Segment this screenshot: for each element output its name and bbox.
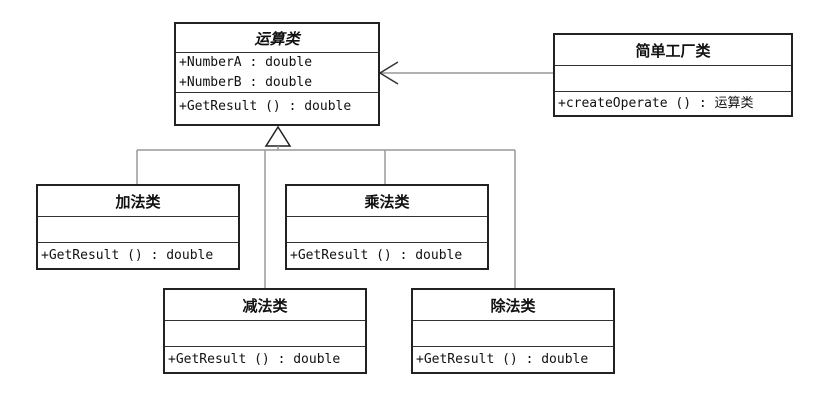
operation: +GetResult () : double: [290, 248, 463, 263]
operation: +GetResult () : double: [416, 352, 589, 367]
inheritance-triangle: [264, 125, 292, 147]
operation: +createOperate () : 运算类: [558, 96, 754, 111]
operation-compartment: +GetResult () : double: [287, 243, 487, 269]
class-name: 简单工厂类: [555, 35, 791, 66]
attribute-compartment: +NumberA : double +NumberB : double: [176, 53, 378, 93]
open-arrowhead: [378, 61, 399, 85]
class-name: 运算类: [176, 24, 378, 53]
class-multiply[interactable]: 乘法类 +GetResult () : double: [285, 184, 489, 270]
operation-compartment: +GetResult () : double: [413, 347, 613, 373]
class-name: 减法类: [165, 290, 365, 321]
attribute-compartment: [555, 66, 791, 92]
class-factory[interactable]: 简单工厂类 +createOperate () : 运算类: [553, 33, 793, 117]
class-name: 乘法类: [287, 186, 487, 217]
attribute-compartment: [413, 321, 613, 347]
class-operation[interactable]: 运算类 +NumberA : double +NumberB : double …: [174, 22, 380, 126]
operation-compartment: +GetResult () : double: [176, 93, 378, 121]
attribute: +NumberB : double: [179, 75, 313, 90]
operation-compartment: +GetResult () : double: [38, 243, 238, 269]
operation: +GetResult () : double: [179, 99, 352, 114]
attribute-compartment: [38, 217, 238, 243]
class-divide[interactable]: 除法类 +GetResult () : double: [411, 288, 615, 374]
attribute-compartment: [287, 217, 487, 243]
attribute: +NumberA : double: [179, 55, 313, 70]
class-subtract[interactable]: 减法类 +GetResult () : double: [163, 288, 367, 374]
operation-compartment: +createOperate () : 运算类: [555, 92, 791, 116]
operation: +GetResult () : double: [168, 352, 341, 367]
operation: +GetResult () : double: [41, 248, 214, 263]
class-name: 加法类: [38, 186, 238, 217]
operation-compartment: +GetResult () : double: [165, 347, 365, 373]
attribute-compartment: [165, 321, 365, 347]
class-name: 除法类: [413, 290, 613, 321]
class-add[interactable]: 加法类 +GetResult () : double: [36, 184, 240, 270]
